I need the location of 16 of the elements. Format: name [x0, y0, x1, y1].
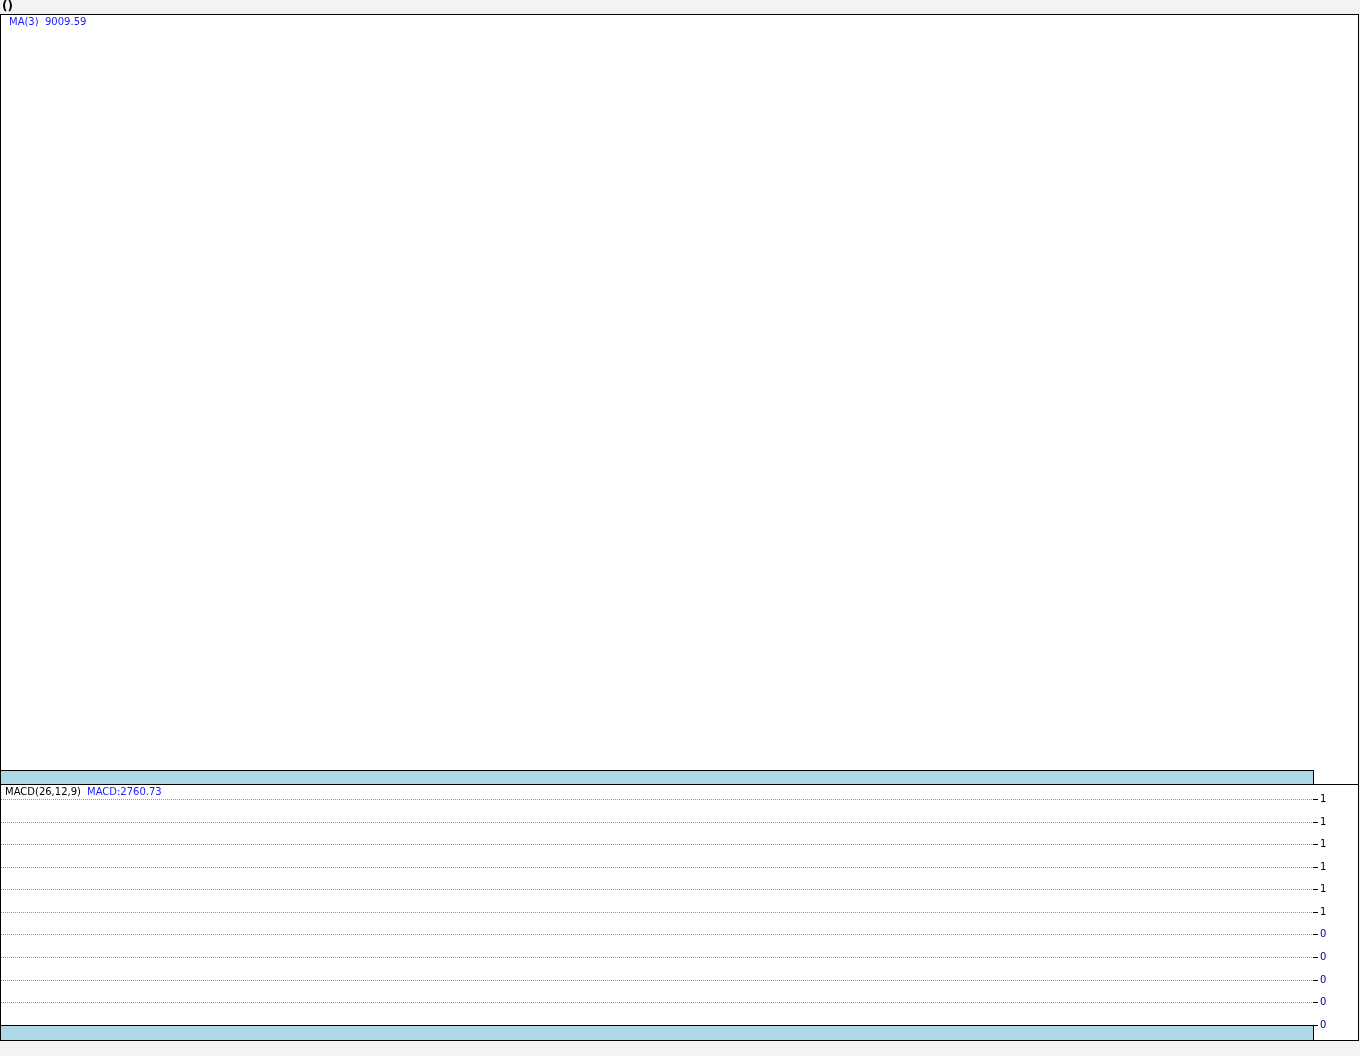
indicator-label: MACD(26,12,9)	[5, 786, 81, 798]
indicator-value: 9009.59	[45, 16, 87, 28]
axis-tick-label: 1	[1320, 906, 1327, 918]
axis-tick-label: 0	[1320, 974, 1327, 986]
axis-tick-label: 1	[1320, 793, 1327, 805]
axis-tick-label: 0	[1320, 951, 1327, 963]
axis-tick-label: 1	[1320, 838, 1327, 850]
indicator-label: MA(3)	[9, 16, 39, 28]
axis-tick-label: 1	[1320, 816, 1327, 828]
chart-title: ()	[2, 0, 13, 13]
axis-tick-label: 0	[1320, 1019, 1327, 1031]
axis-tick-label: 0	[1320, 928, 1327, 940]
indicator-value: MACD:2760.73	[87, 786, 162, 798]
axis-tick-label: 0	[1320, 996, 1327, 1008]
axis-tick-label: 1	[1320, 883, 1327, 895]
axis-tick-label: 1	[1320, 861, 1327, 873]
